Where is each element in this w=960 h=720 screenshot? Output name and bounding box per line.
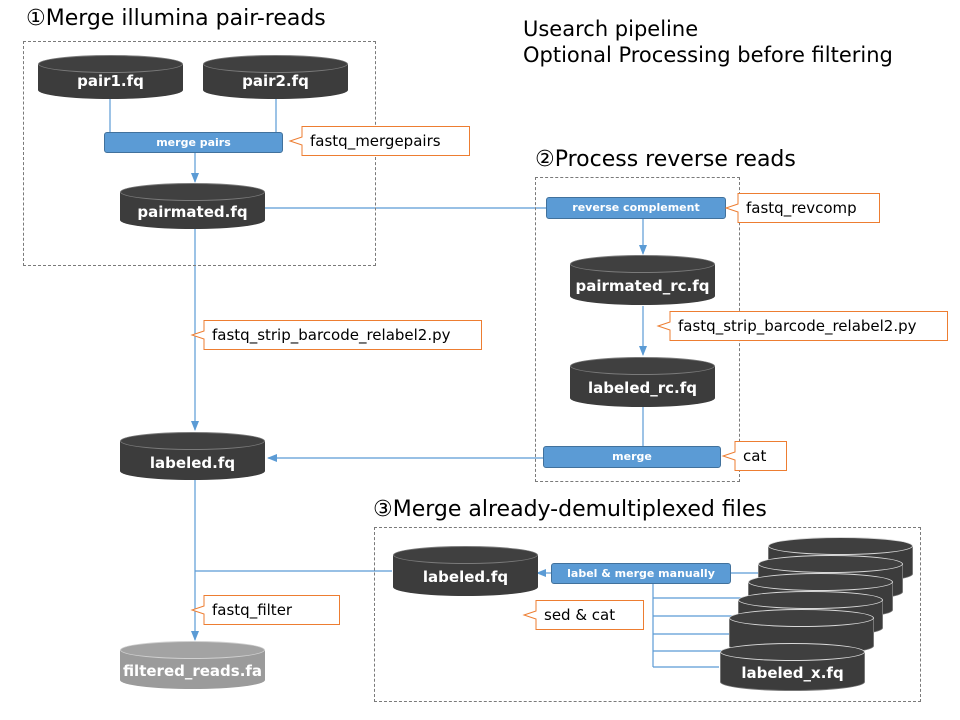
- cylinder-pair2: pair2.fq: [203, 55, 348, 99]
- section2-heading: ②Process reverse reads: [535, 147, 796, 172]
- callout-fastq-mergepairs: fastq_mergepairs: [288, 126, 470, 156]
- cylinder-labeled: labeled.fq: [120, 432, 265, 480]
- callout-sed-cat: sed & cat: [522, 600, 644, 630]
- section1-heading: ①Merge illumina pair-reads: [26, 6, 326, 31]
- label-merge-manually-process: label & merge manually: [551, 563, 731, 584]
- cylinder-filtered-reads: filtered_reads.fa: [120, 641, 265, 689]
- callout-strip-relabel-2: fastq_strip_barcode_relabel2.py: [656, 311, 948, 341]
- cylinder-pairmated-rc: pairmated_rc.fq: [570, 255, 715, 305]
- callout-strip-relabel-1: fastq_strip_barcode_relabel2.py: [190, 320, 482, 350]
- callout-cat: cat: [721, 441, 787, 471]
- reverse-complement-process: reverse complement: [546, 197, 726, 219]
- cylinder-labeled-section3: labeled.fq: [393, 546, 538, 596]
- cylinder-labeled-x: labeled_x.fq: [720, 643, 865, 691]
- cylinder-pairmated: pairmated.fq: [120, 183, 265, 229]
- merge-pairs-process: merge pairs: [104, 132, 283, 153]
- section3-box: [374, 527, 921, 702]
- section3-heading: ③Merge already-demultiplexed files: [373, 497, 767, 522]
- merge-process: merge: [543, 446, 721, 468]
- callout-fastq-filter: fastq_filter: [190, 595, 340, 625]
- cylinder-pair1: pair1.fq: [38, 55, 183, 99]
- cylinder-labeled-rc: labeled_rc.fq: [570, 357, 715, 407]
- callout-fastq-revcomp: fastq_revcomp: [724, 193, 880, 223]
- pipeline-title: Usearch pipeline Optional Processing bef…: [523, 17, 893, 68]
